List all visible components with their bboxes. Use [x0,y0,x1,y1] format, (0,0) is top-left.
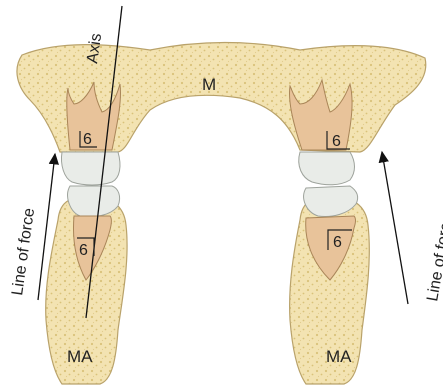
tooth-upper-right-crown [299,152,355,185]
svg-text:6: 6 [83,131,92,148]
svg-text:6: 6 [79,242,88,259]
maxilla-label: M [202,75,216,94]
line-of-force-right-arrow [382,152,408,304]
svg-text:6: 6 [332,133,341,150]
svg-text:6: 6 [333,234,342,251]
mandible-right-label: MA [326,347,352,366]
tooth-upper-left-crown [61,152,120,185]
line-of-force-right-label: Line of force [424,213,443,303]
mandible-left-label: MA [67,347,93,366]
line-of-force-left-label: Line of force [9,207,38,297]
